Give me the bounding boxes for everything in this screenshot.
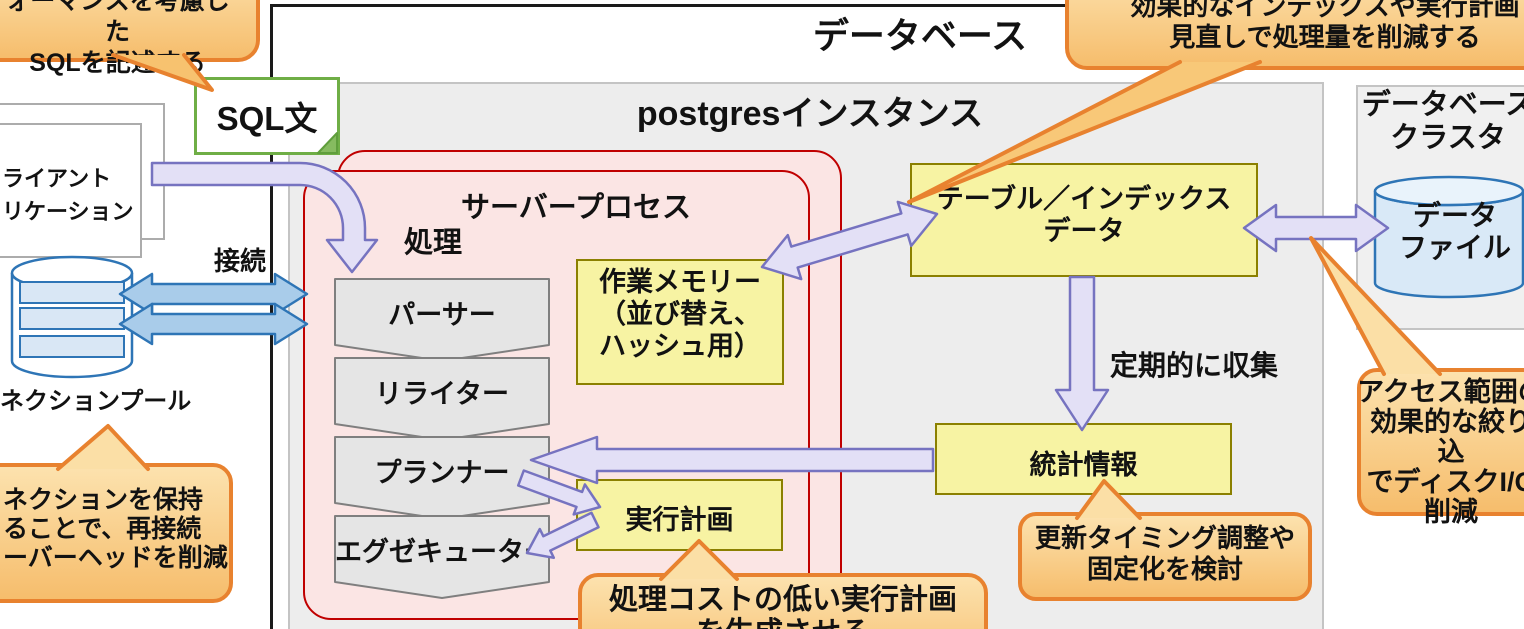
connect-label: 接続 xyxy=(214,246,267,276)
work-memory-text: 作業メモリー （並び替え、 ハッシュ用） xyxy=(576,266,784,362)
cluster-title-line1: データベース xyxy=(1361,89,1524,121)
table-index-text: テーブル／インデックス データ xyxy=(910,183,1258,247)
table-index-line1: テーブル／インデックス xyxy=(936,184,1232,214)
postgres-instance-title: postgresインスタンス xyxy=(636,95,984,133)
database-cluster-title: データベース クラスタ xyxy=(1357,89,1524,155)
disk-io-line3: でディスクI/O xyxy=(1366,467,1524,497)
callout-connection-keep-text: ネクションを保持 ることで、再接続 ーバーヘッドを削減 xyxy=(3,486,228,573)
step-rewriter: リライター xyxy=(375,379,509,409)
plan-cost-line1: 処理コストの低い実行計画 xyxy=(608,584,957,616)
execution-plan-text: 実行計画 xyxy=(625,505,734,535)
data-file-text: データ ファイル xyxy=(1380,200,1524,264)
step-planner: プランナー xyxy=(374,458,510,488)
data-file-line2: ファイル xyxy=(1398,232,1511,263)
step-parser: パーサー xyxy=(388,300,496,330)
disk-io-line1: アクセス範囲の xyxy=(1357,377,1524,407)
process-label: 処理 xyxy=(404,227,463,259)
data-file-line1: データ xyxy=(1412,200,1497,231)
connection-keep-line2: ることで、再接続 xyxy=(3,515,202,543)
stats-update-line2: 固定化を検討 xyxy=(1086,554,1243,584)
index-tuning-line2: 見直しで処理量を削減する xyxy=(1169,22,1481,52)
connection-pool-cylinder-icon xyxy=(10,255,134,379)
index-tuning-line1: 効果的なインデックスや実行計画 xyxy=(1130,0,1520,21)
plan-cost-line2: を生成させる xyxy=(578,617,988,629)
table-index-line2: データ xyxy=(1043,216,1125,246)
client-app-line2: リケーション xyxy=(2,199,134,224)
work-memory-line3: ハッシュ用） xyxy=(599,331,761,361)
callout-performance xyxy=(0,0,260,62)
step-executor: エグゼキューター xyxy=(335,537,551,567)
callout-performance-text: ォーマンスを考慮した SQLを記述する xyxy=(0,0,235,79)
server-process-title: サーバープロセス xyxy=(461,192,691,224)
performance-line2: SQLを記述する xyxy=(29,49,206,77)
client-app-label: ライアント リケーション xyxy=(2,162,134,228)
database-title: データベース xyxy=(812,15,1028,56)
callout-plan-cost xyxy=(578,573,988,629)
callout-stats-update xyxy=(1018,512,1312,601)
connection-pool-label: ネクションプール xyxy=(0,388,192,415)
sql-label: SQL文 xyxy=(216,100,318,137)
client-app-line1: ライアント xyxy=(2,166,112,191)
client-app-box-front xyxy=(0,123,142,258)
work-memory-line1: 作業メモリー xyxy=(599,267,761,297)
work-memory-box xyxy=(576,259,784,385)
callout-index-tuning xyxy=(1065,0,1524,70)
callout-plan-cost-text: 処理コストの低い実行計画 を生成させる xyxy=(578,584,988,629)
connection-keep-line3: ーバーヘッドを削減 xyxy=(3,544,228,572)
sql-note-box: SQL文 xyxy=(194,77,340,155)
disk-io-line2: 効果的な絞り込 xyxy=(1370,407,1524,467)
callout-disk-io-text: アクセス範囲の 効果的な絞り込 でディスクI/O 削減 xyxy=(1357,377,1524,527)
cluster-title-line2: クラスタ xyxy=(1390,122,1506,154)
statistics-text: 統計情報 xyxy=(1029,450,1138,480)
connection-keep-line1: ネクションを保持 xyxy=(3,486,204,514)
stats-update-line1: 更新タイミング調整や xyxy=(1034,523,1295,553)
disk-io-line4: 削減 xyxy=(1424,497,1478,527)
callout-stats-update-text: 更新タイミング調整や 固定化を検討 xyxy=(1018,523,1312,585)
work-memory-line2: （並び替え、 xyxy=(599,299,761,329)
callout-index-tuning-text: 効果的なインデックスや実行計画 見直しで処理量を削減する xyxy=(1065,0,1524,53)
performance-line1: ォーマンスを考慮した xyxy=(5,0,230,46)
collect-label: 定期的に収集 xyxy=(1110,350,1279,381)
